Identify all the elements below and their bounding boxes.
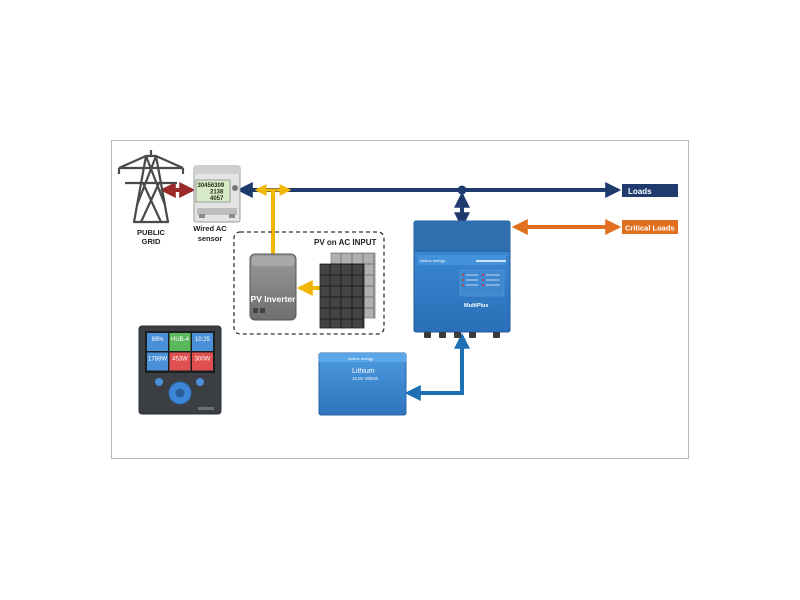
wired-ac-sensor-label: Wired AC [193,224,227,233]
gx-tile-value: HUB-4 [171,337,190,343]
gx-screen-tiles: 89% HUB-4 10:25 1788W 453W 300W [147,333,213,371]
loads-label: Loads [628,187,652,196]
loads-box [622,184,678,197]
sensor-display-line-1: 30456309 [198,183,225,189]
wired-ac-sensor-label-2: sensor [198,234,223,243]
multiplus-model: MultiPlus [464,303,488,309]
gx-tile-value: 453W [172,357,188,363]
multiplus-device [413,220,511,338]
gx-tile-value: 1788W [148,357,167,363]
gx-tile [169,352,191,371]
public-grid-label: PUBLIC [137,228,166,237]
battery-to-multiplus-line [404,332,470,401]
lithium-battery [318,352,407,416]
gx-tile [147,333,168,351]
public-grid-label-2: GRID [142,237,161,246]
battery-brand: victron energy [348,356,373,361]
gx-tile [147,352,168,371]
pv-inverter-device [249,253,297,321]
gx-navigation-pad [155,378,214,410]
critical-loads-box [622,220,678,234]
sensor-display-line-3: 4057 [210,196,224,202]
power-pylon-icon [117,150,185,224]
gx-tile-value: 89% [151,337,164,343]
ac-bus-node [457,185,467,195]
sensor-display-line-2: 2138 [210,190,224,196]
gx-tile [169,333,191,351]
multiplus-brand: victron energy [420,258,445,263]
gx-tile [192,333,213,351]
pv-panel-front [319,263,365,329]
pv-inverter-label: PV Inverter [251,294,297,304]
critical-loads-label: Critical Loads [625,224,675,233]
pv-group-title: PV on AC INPUT [314,238,376,247]
gx-tile-value: 10:25 [195,337,211,343]
pv-group-box [233,231,385,335]
gx-tile [192,352,213,371]
ac-sensor-meter [193,165,241,223]
battery-label: Lithium [352,368,375,375]
gx-tile-value: 300W [195,357,211,363]
battery-spec: 12.8V 200Ah [352,376,379,381]
